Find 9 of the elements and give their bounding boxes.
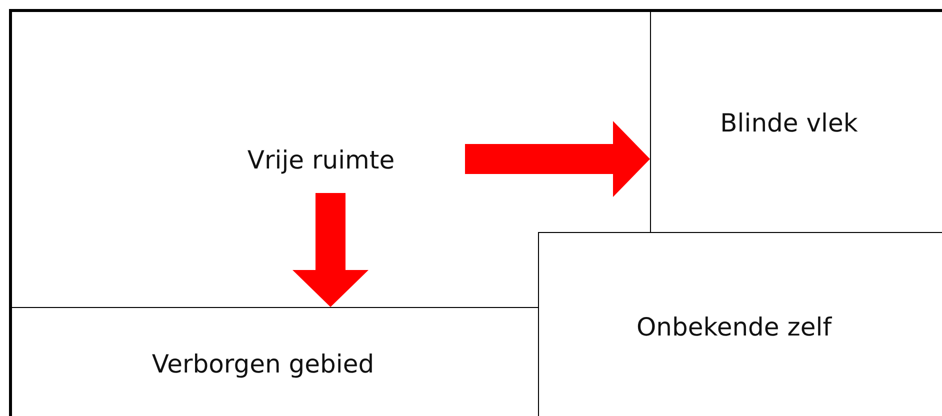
window-pane bbox=[9, 307, 540, 416]
pane-label: Verborgen gebied bbox=[152, 350, 374, 378]
window-pane bbox=[650, 9, 942, 233]
pane-label: Onbekende zelf bbox=[636, 312, 832, 342]
window-pane bbox=[9, 9, 652, 309]
arrow bbox=[292, 193, 368, 307]
pane-label: Blinde vlek bbox=[720, 108, 858, 138]
pane-label: Vrije ruimte bbox=[247, 146, 395, 174]
arrow bbox=[465, 121, 650, 197]
